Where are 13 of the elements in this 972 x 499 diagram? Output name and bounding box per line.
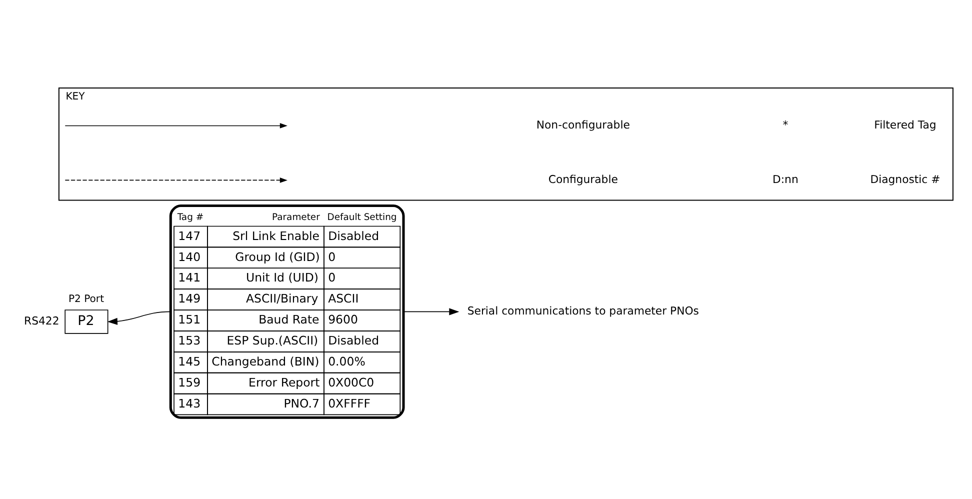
legend-label: Non-configurable (536, 118, 630, 132)
arrow (107, 311, 172, 325)
legend-label: Diagnostic # (870, 173, 940, 186)
node-box: Tag # Parameter Default Setting 147 Srl Link Enable Disabled 140 Group Id (GID) 0 141 Unit Id (UID) 0 149 ASCII/Binary ASCII 151 Baud Rate 9600 153 ESP Sup.(ASCII) Disabled 145 Changeband (BIN) 0.00% 159 Error Report 0X00C0 143 PNO.7 0XFFFF (169, 204, 405, 419)
legend-label: Filtered Tag (874, 118, 936, 132)
node-box: P2 (64, 310, 108, 334)
arrow (403, 308, 460, 316)
node-label: RS422 (24, 314, 60, 328)
node-label: P2 Port (68, 294, 104, 306)
node-text: Serial communications to parameter PNOs (467, 304, 699, 318)
label: D:nn (772, 173, 798, 186)
legend-label: Configurable (548, 173, 618, 186)
label: * (782, 118, 788, 132)
